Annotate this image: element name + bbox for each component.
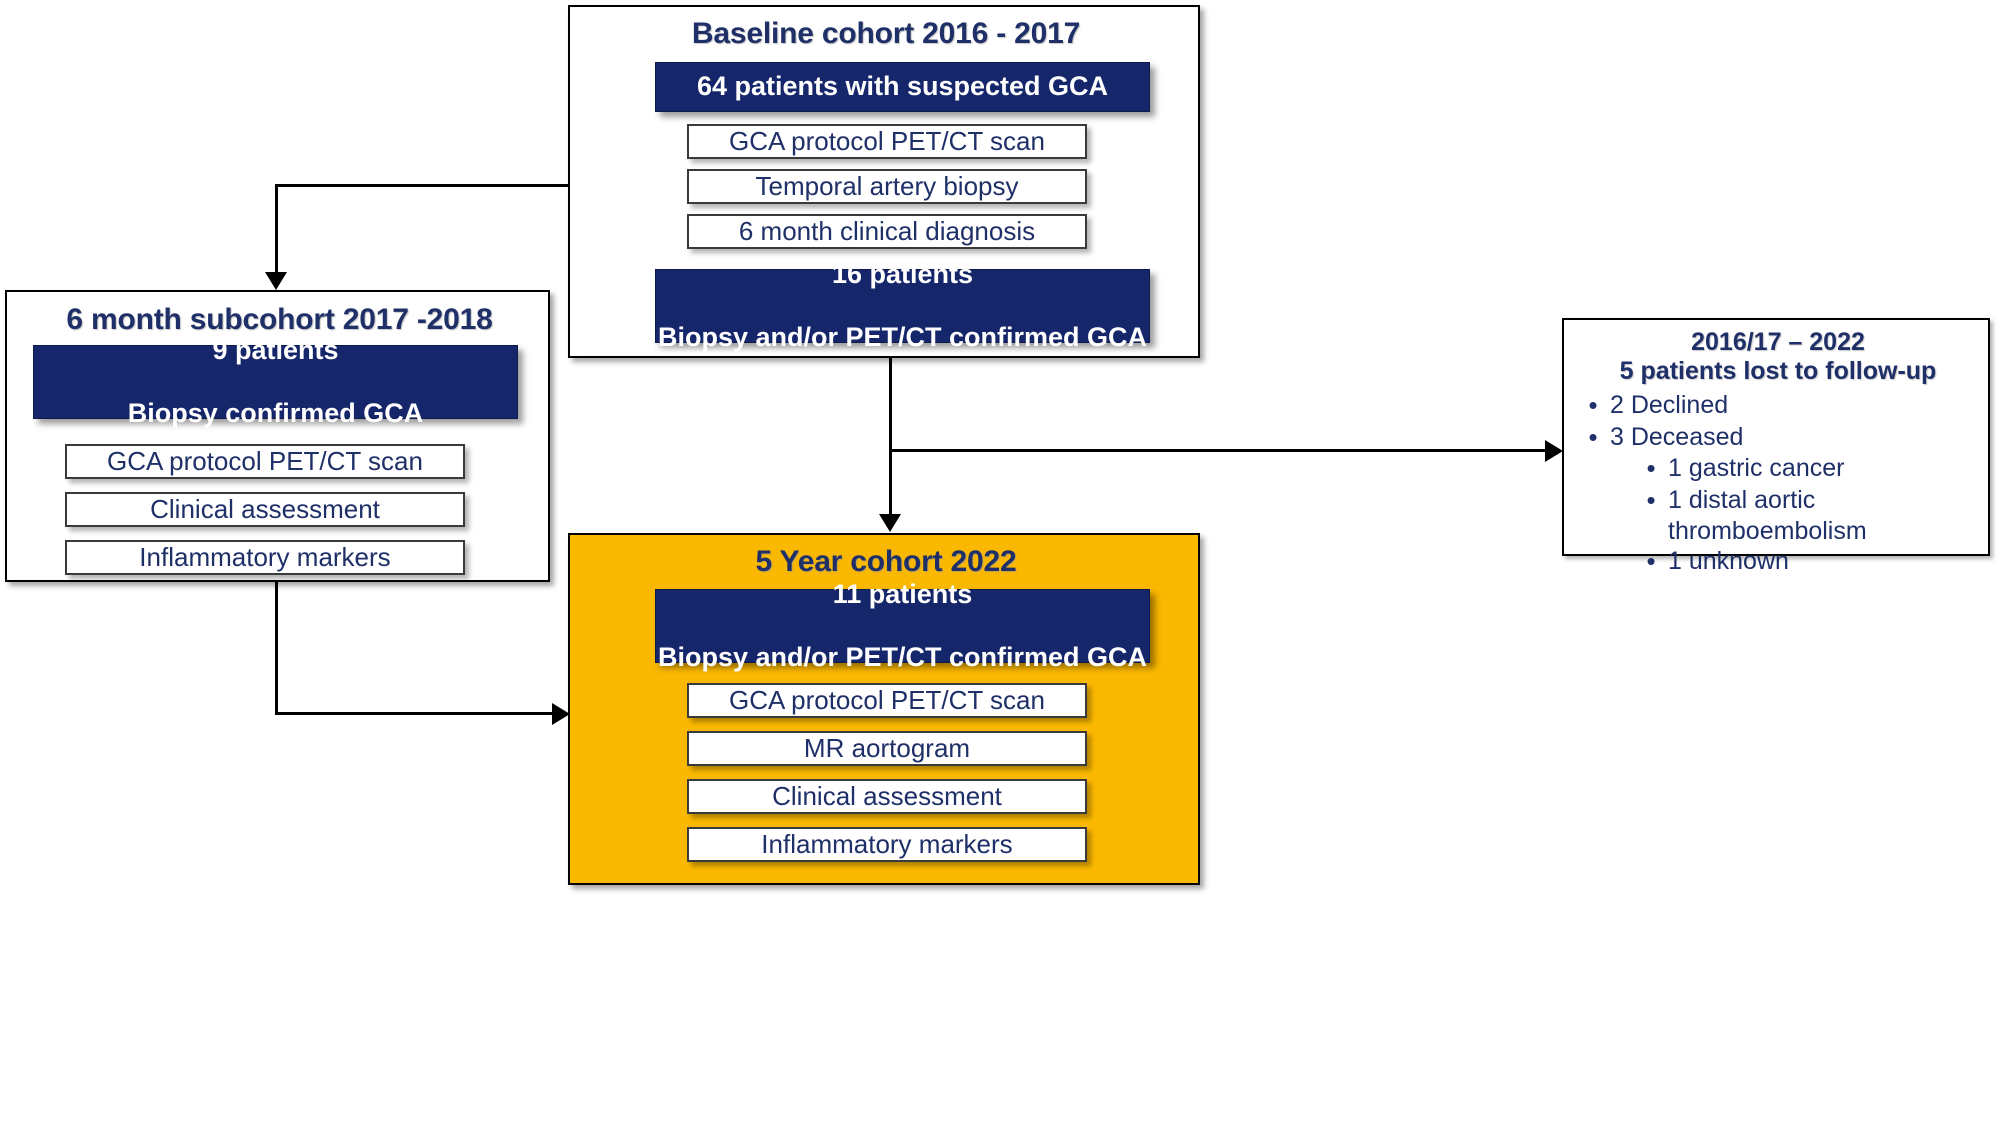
six-month-subcohort-panel: 6 month subcohort 2017 -2018 9 patients … xyxy=(5,290,550,582)
five-year-confirmed-gca-line2: Biopsy and/or PET/CT confirmed GCA xyxy=(657,641,1148,672)
arrowhead-to-subcohort xyxy=(265,272,287,290)
five-year-item-mr-aortogram-label: MR aortogram xyxy=(803,733,971,764)
bullet-icon: • xyxy=(1646,453,1656,484)
followup-bullet-list: • 2 Declined • 3 Deceased • 1 gastric ca… xyxy=(1572,390,1987,578)
followup-bullet-deceased: • 3 Deceased xyxy=(1576,422,1987,454)
baseline-item-temporal-artery-biopsy-label: Temporal artery biopsy xyxy=(755,171,1019,202)
followup-bullet-unknown: • 1 unknown xyxy=(1634,546,1987,578)
subcohort-item-clinical-assessment: Clinical assessment xyxy=(65,492,465,527)
connector-baseline-to-subcohort-vertical xyxy=(275,184,278,278)
five-year-confirmed-gca-line1: 11 patients xyxy=(832,579,973,610)
baseline-item-pet-ct: GCA protocol PET/CT scan xyxy=(687,124,1087,159)
connector-subcohort-to-fiveyear-vertical xyxy=(275,582,278,714)
subcohort-biopsy-confirmed-label: 9 patients Biopsy confirmed GCA xyxy=(34,335,517,428)
connector-baseline-to-subcohort-horizontal xyxy=(275,184,570,187)
subcohort-item-inflammatory-markers-label: Inflammatory markers xyxy=(139,542,391,573)
arrowhead-subcohort-to-fiveyear xyxy=(552,703,570,725)
baseline-item-pet-ct-label: GCA protocol PET/CT scan xyxy=(729,126,1045,157)
subcohort-item-pet-ct: GCA protocol PET/CT scan xyxy=(65,444,465,479)
baseline-cohort-panel: Baseline cohort 2016 - 2017 64 patients … xyxy=(568,5,1200,358)
five-year-cohort-title: 5 Year cohort 2022 xyxy=(755,545,1017,578)
five-year-confirmed-gca-box: 11 patients Biopsy and/or PET/CT confirm… xyxy=(655,579,1150,672)
baseline-cohort-title: Baseline cohort 2016 - 2017 xyxy=(691,17,1081,50)
baseline-confirmed-gca-line2: Biopsy and/or PET/CT confirmed GCA xyxy=(657,321,1148,352)
arrowhead-to-fiveyear xyxy=(879,514,901,532)
followup-bullet-declined: • 2 Declined xyxy=(1576,390,1987,422)
five-year-item-clinical-assessment: Clinical assessment xyxy=(687,779,1087,814)
followup-bullet-thromboembolism: • 1 distal aortic thromboembolism xyxy=(1634,485,1987,546)
five-year-item-mr-aortogram: MR aortogram xyxy=(687,731,1087,766)
subcohort-biopsy-confirmed-box: 9 patients Biopsy confirmed GCA xyxy=(33,335,518,428)
baseline-confirmed-gca-box: 16 patients Biopsy and/or PET/CT confirm… xyxy=(655,259,1150,352)
followup-bullet-declined-label: 2 Declined xyxy=(1610,391,1729,419)
followup-bullet-gastric-cancer: • 1 gastric cancer xyxy=(1634,453,1987,485)
bullet-icon: • xyxy=(1646,485,1656,516)
baseline-item-temporal-artery-biopsy: Temporal artery biopsy xyxy=(687,169,1087,204)
lost-to-followup-panel: 2016/17 – 2022 5 patients lost to follow… xyxy=(1562,318,1990,576)
followup-bullet-gastric-cancer-label: 1 gastric cancer xyxy=(1668,454,1845,483)
baseline-confirmed-gca-label: 16 patients Biopsy and/or PET/CT confirm… xyxy=(656,259,1149,352)
five-year-item-pet-ct: GCA protocol PET/CT scan xyxy=(687,683,1087,718)
subcohort-item-pet-ct-label: GCA protocol PET/CT scan xyxy=(107,446,423,477)
bullet-icon: • xyxy=(1588,390,1598,420)
five-year-confirmed-gca-label: 11 patients Biopsy and/or PET/CT confirm… xyxy=(656,579,1149,672)
subcohort-item-clinical-assessment-label: Clinical assessment xyxy=(150,494,380,525)
followup-title-line2: 5 patients lost to follow-up xyxy=(1619,357,1937,385)
bullet-icon: • xyxy=(1588,421,1598,452)
subcohort-biopsy-confirmed-line1: 9 patients xyxy=(212,335,339,366)
connector-subcohort-to-fiveyear-horizontal xyxy=(275,712,555,715)
six-month-subcohort-title: 6 month subcohort 2017 -2018 xyxy=(66,303,493,336)
subcohort-biopsy-confirmed-line2: Biopsy confirmed GCA xyxy=(127,397,424,428)
baseline-item-six-month-diagnosis: 6 month clinical diagnosis xyxy=(687,214,1087,249)
followup-bullet-unknown-label: 1 unknown xyxy=(1668,547,1789,576)
arrowhead-to-followup xyxy=(1545,440,1563,462)
followup-title-line1: 2016/17 – 2022 xyxy=(1691,328,1865,356)
followup-bullet-deceased-label: 3 Deceased xyxy=(1610,422,1744,451)
baseline-suspected-gca-box: 64 patients with suspected GCA xyxy=(655,62,1150,112)
baseline-suspected-gca-label: 64 patients with suspected GCA xyxy=(696,71,1109,102)
five-year-item-inflammatory-markers-label: Inflammatory markers xyxy=(761,829,1013,860)
followup-bullet-thromboembolism-label: 1 distal aortic thromboembolism xyxy=(1668,486,1867,545)
connector-to-followup-horizontal xyxy=(889,449,1549,452)
five-year-item-inflammatory-markers: Inflammatory markers xyxy=(687,827,1087,862)
five-year-item-clinical-assessment-label: Clinical assessment xyxy=(772,781,1002,812)
connector-baseline-to-fiveyear-vertical xyxy=(889,358,892,518)
five-year-cohort-panel: 5 Year cohort 2022 11 patients Biopsy an… xyxy=(568,533,1200,885)
subcohort-item-inflammatory-markers: Inflammatory markers xyxy=(65,540,465,575)
five-year-item-pet-ct-label: GCA protocol PET/CT scan xyxy=(729,685,1045,716)
baseline-item-six-month-diagnosis-label: 6 month clinical diagnosis xyxy=(738,216,1036,247)
baseline-confirmed-gca-line1: 16 patients xyxy=(831,259,974,290)
bullet-icon: • xyxy=(1646,546,1656,577)
